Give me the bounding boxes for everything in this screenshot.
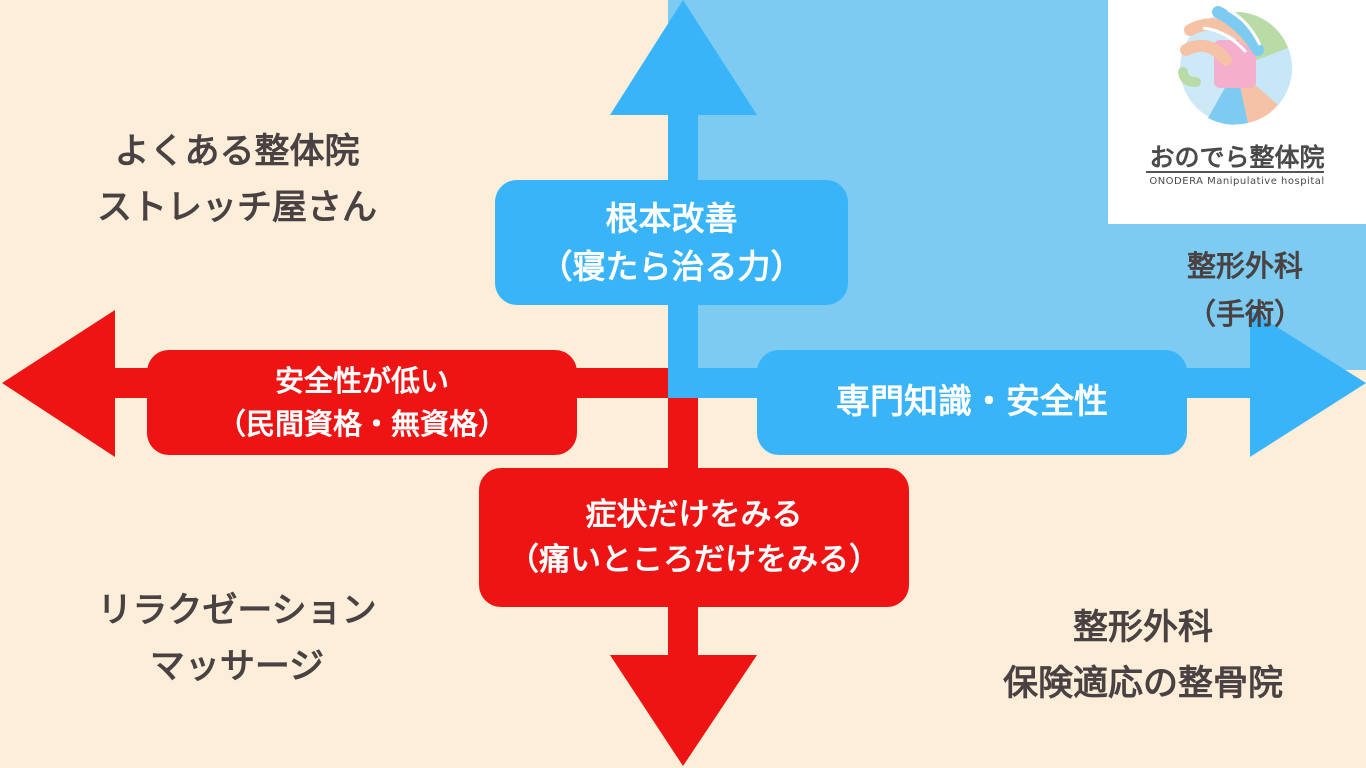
quadrant-bottom-left-line2: マッサージ <box>149 647 325 687</box>
down-axis-title: 症状だけをみる <box>585 496 803 533</box>
down-axis-note: （痛いところだけをみる） <box>508 541 880 578</box>
puzzle-hand-logo-icon <box>1178 6 1292 125</box>
up-axis-title: 根本改善 <box>605 198 738 238</box>
quadrant-top-right: 整形外科 （手術） <box>1145 243 1345 339</box>
down-axis-label: 症状だけをみる （痛いところだけをみる） <box>479 468 909 607</box>
left-axis-note: （民間資格・無資格） <box>216 406 507 441</box>
down-arrowhead <box>610 655 757 766</box>
right-arrowhead <box>1250 310 1366 457</box>
quadrant-bottom-left: リラクゼーション マッサージ <box>37 583 437 695</box>
up-axis-note: （寝たら治る力） <box>539 246 804 286</box>
up-axis-label: 根本改善 （寝たら治る力） <box>495 180 848 305</box>
quadrant-bottom-left-line1: リラクゼーション <box>97 591 377 631</box>
left-axis-label: 安全性が低い （民間資格・無資格） <box>147 350 577 455</box>
left-arrowhead <box>2 310 115 457</box>
logo-name: おのでら整体院 <box>1149 143 1325 172</box>
quadrant-bottom-right: 整形外科 保険適応の整骨院 <box>943 600 1343 712</box>
logo: おのでら整体院 ONODERA Manipulative hospital <box>1108 0 1366 224</box>
logo-subtitle: ONODERA Manipulative hospital <box>1149 176 1325 187</box>
quadrant-top-left-line1: よくある整体院 <box>114 132 360 172</box>
quadrant-top-right-line2: （手術） <box>1186 296 1303 331</box>
right-axis-label: 専門知識・安全性 <box>757 350 1187 455</box>
quadrant-top-left: よくある整体院 ストレッチ屋さん <box>37 124 437 236</box>
logo-divider <box>1146 171 1324 173</box>
up-arrowhead <box>610 0 757 115</box>
right-axis-title: 専門知識・安全性 <box>836 381 1108 422</box>
quadrant-top-right-line1: 整形外科 <box>1186 249 1303 283</box>
quadrant-bottom-right-line2: 保険適応の整骨院 <box>1002 664 1283 704</box>
quadrant-bottom-right-line1: 整形外科 <box>1072 608 1213 648</box>
left-axis-title: 安全性が低い <box>274 364 449 399</box>
quadrant-top-left-line2: ストレッチ屋さん <box>96 188 377 228</box>
